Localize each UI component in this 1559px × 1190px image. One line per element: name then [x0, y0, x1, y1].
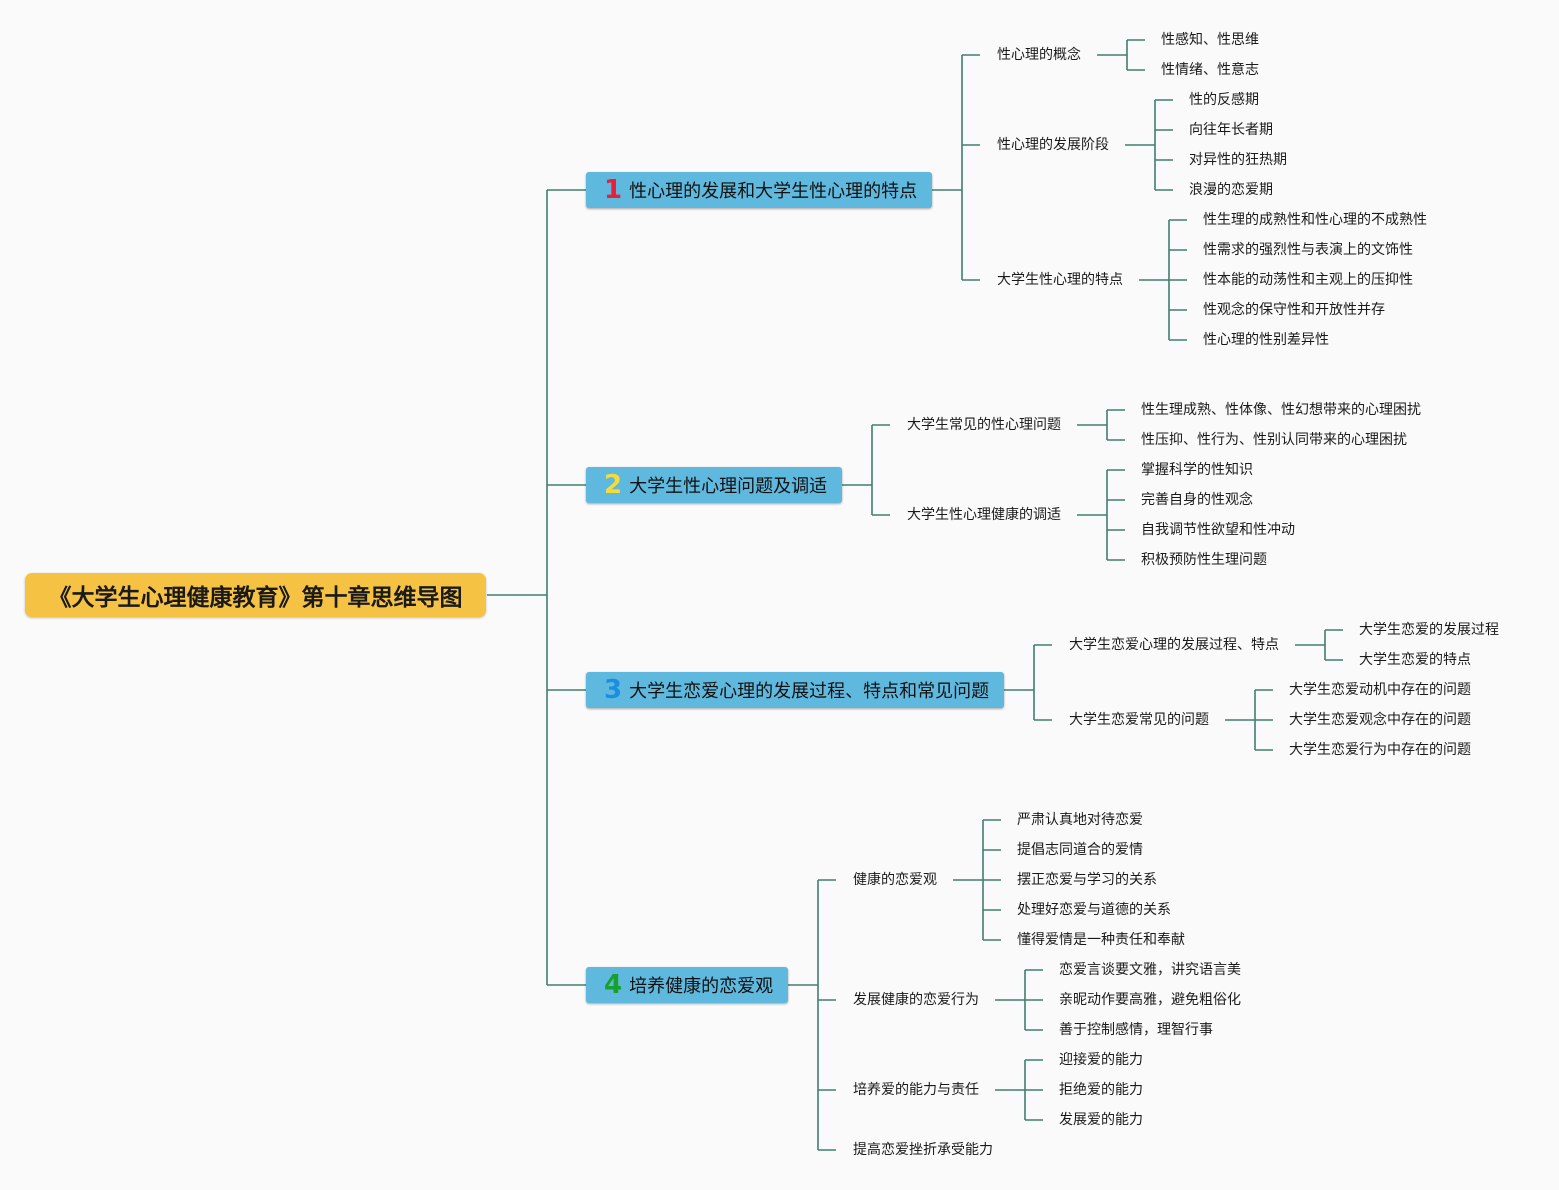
branch-3-subtopic-2-item-1[interactable]: 大学生恋爱动机中存在的问题 — [1289, 682, 1471, 698]
branch-2-subtopic-1-item-1[interactable]: 性生理成熟、性体像、性幻想带来的心理困扰 — [1141, 402, 1421, 418]
root-connector — [487, 189, 586, 986]
branch-2-subtopic-2-item-4[interactable]: 积极预防性生理问题 — [1141, 552, 1267, 568]
branch-1-topic[interactable]: 1 性心理的发展和大学生性心理的特点 — [586, 172, 932, 208]
branch-4-subtopic-4[interactable]: 提高恋爱挫折承受能力 — [853, 1142, 993, 1158]
branch-1-subtopic-2-item-4[interactable]: 浪漫的恋爱期 — [1189, 182, 1273, 198]
branch-3-subtopic-2[interactable]: 大学生恋爱常见的问题 — [1069, 712, 1209, 728]
branch-1-subtopic-2[interactable]: 性心理的发展阶段 — [997, 137, 1109, 153]
branch-1-subtopic-1-item-1[interactable]: 性感知、性思维 — [1161, 32, 1259, 48]
branch-4-subtopic-1-connector — [953, 819, 1001, 941]
branch-1-subtopic-3-item-3[interactable]: 性本能的动荡性和主观上的压抑性 — [1203, 272, 1413, 288]
branch-4-subtopic-2-item-1[interactable]: 恋爱言谈要文雅，讲究语言美 — [1059, 962, 1241, 978]
branch-2-subtopic-2-item-1[interactable]: 掌握科学的性知识 — [1141, 462, 1253, 478]
branch-1-subtopic-2-item-2[interactable]: 向往年长者期 — [1189, 122, 1273, 138]
branch-2-subtopic-2[interactable]: 大学生性心理健康的调适 — [907, 507, 1061, 523]
branch-1-subtopic-2-connector — [1125, 99, 1173, 191]
branch-2-topic[interactable]: 2 大学生性心理问题及调适 — [586, 467, 842, 503]
branch-4-subtopic-1-item-1[interactable]: 严肃认真地对待恋爱 — [1017, 812, 1143, 828]
branch-4-subtopic-1-item-5[interactable]: 懂得爱情是一种责任和奉献 — [1017, 932, 1185, 948]
branch-4-subtopic-1-item-4[interactable]: 处理好恋爱与道德的关系 — [1017, 902, 1171, 918]
branch-1-subtopic-2-item-1[interactable]: 性的反感期 — [1189, 92, 1259, 108]
root-topic[interactable]: 《大学生心理健康教育》第十章思维导图 — [25, 573, 486, 617]
branch-4-subtopic-3-item-3[interactable]: 发展爱的能力 — [1059, 1112, 1143, 1128]
branch-3-label: 大学生恋爱心理的发展过程、特点和常见问题 — [629, 681, 990, 702]
branch-1-subtopic-1[interactable]: 性心理的概念 — [997, 47, 1081, 63]
branch-2-number: 2 — [604, 470, 623, 500]
branch-2-subtopic-2-item-3[interactable]: 自我调节性欲望和性冲动 — [1141, 522, 1295, 538]
branch-2-subtopic-2-connector — [1077, 469, 1125, 561]
branch-3-subtopic-1[interactable]: 大学生恋爱心理的发展过程、特点 — [1069, 637, 1279, 653]
branch-2-connector — [842, 424, 890, 516]
branch-2-subtopic-2-item-2[interactable]: 完善自身的性观念 — [1141, 492, 1253, 508]
branch-4-subtopic-2-item-2[interactable]: 亲昵动作要高雅，避免粗俗化 — [1059, 992, 1241, 1008]
branch-3-subtopic-1-item-1[interactable]: 大学生恋爱的发展过程 — [1359, 622, 1499, 638]
branch-1-connector — [932, 54, 980, 281]
branch-4-topic[interactable]: 4 培养健康的恋爱观 — [586, 967, 788, 1003]
root-topic-label: 《大学生心理健康教育》第十章思维导图 — [48, 585, 463, 611]
branch-4-subtopic-3[interactable]: 培养爱的能力与责任 — [853, 1082, 979, 1098]
branch-3-subtopic-1-connector — [1295, 629, 1343, 661]
branch-3-connector — [1004, 644, 1052, 721]
branch-4-subtopic-3-connector — [995, 1059, 1043, 1121]
branch-4-subtopic-1[interactable]: 健康的恋爱观 — [853, 872, 937, 888]
branch-4-subtopic-2-item-3[interactable]: 善于控制感情，理智行事 — [1059, 1022, 1213, 1038]
branch-3-subtopic-1-item-2[interactable]: 大学生恋爱的特点 — [1359, 652, 1471, 668]
branch-2-subtopic-1[interactable]: 大学生常见的性心理问题 — [907, 417, 1061, 433]
branch-1-subtopic-1-connector — [1097, 39, 1145, 71]
branch-1-subtopic-3-connector — [1139, 219, 1187, 341]
branch-1-subtopic-3-item-2[interactable]: 性需求的强烈性与表演上的文饰性 — [1203, 242, 1413, 258]
branch-3-subtopic-2-item-2[interactable]: 大学生恋爱观念中存在的问题 — [1289, 712, 1471, 728]
branch-4-subtopic-1-item-2[interactable]: 提倡志同道合的爱情 — [1017, 842, 1143, 858]
branch-3-subtopic-2-item-3[interactable]: 大学生恋爱行为中存在的问题 — [1289, 742, 1471, 758]
branch-4-subtopic-3-item-2[interactable]: 拒绝爱的能力 — [1059, 1082, 1143, 1098]
branch-1-subtopic-3-item-1[interactable]: 性生理的成熟性和性心理的不成熟性 — [1203, 212, 1427, 228]
branch-2-label: 大学生性心理问题及调适 — [629, 476, 828, 497]
branch-4-label: 培养健康的恋爱观 — [629, 976, 774, 997]
branch-4-subtopic-2-connector — [995, 969, 1043, 1031]
branch-2-subtopic-1-item-2[interactable]: 性压抑、性行为、性别认同带来的心理困扰 — [1141, 432, 1407, 448]
branch-1-label: 性心理的发展和大学生性心理的特点 — [629, 181, 918, 202]
branch-1-subtopic-3-item-5[interactable]: 性心理的性别差异性 — [1203, 332, 1329, 348]
branch-4-subtopic-3-item-1[interactable]: 迎接爱的能力 — [1059, 1052, 1143, 1068]
branch-3-subtopic-2-connector — [1225, 689, 1273, 751]
branch-4-subtopic-1-item-3[interactable]: 摆正恋爱与学习的关系 — [1017, 872, 1157, 888]
branch-1-subtopic-3[interactable]: 大学生性心理的特点 — [997, 272, 1123, 288]
branch-3-number: 3 — [604, 675, 623, 705]
branch-4-subtopic-2[interactable]: 发展健康的恋爱行为 — [853, 992, 979, 1008]
branch-1-subtopic-1-item-2[interactable]: 性情绪、性意志 — [1161, 62, 1259, 78]
branch-3-topic[interactable]: 3 大学生恋爱心理的发展过程、特点和常见问题 — [586, 672, 1004, 708]
branch-1-subtopic-3-item-4[interactable]: 性观念的保守性和开放性并存 — [1203, 302, 1385, 318]
branch-1-subtopic-2-item-3[interactable]: 对异性的狂热期 — [1189, 152, 1287, 168]
branch-4-number: 4 — [604, 970, 623, 1000]
branch-1-number: 1 — [604, 175, 623, 205]
branch-2-subtopic-1-connector — [1077, 409, 1125, 441]
branch-4-connector — [788, 879, 836, 1151]
